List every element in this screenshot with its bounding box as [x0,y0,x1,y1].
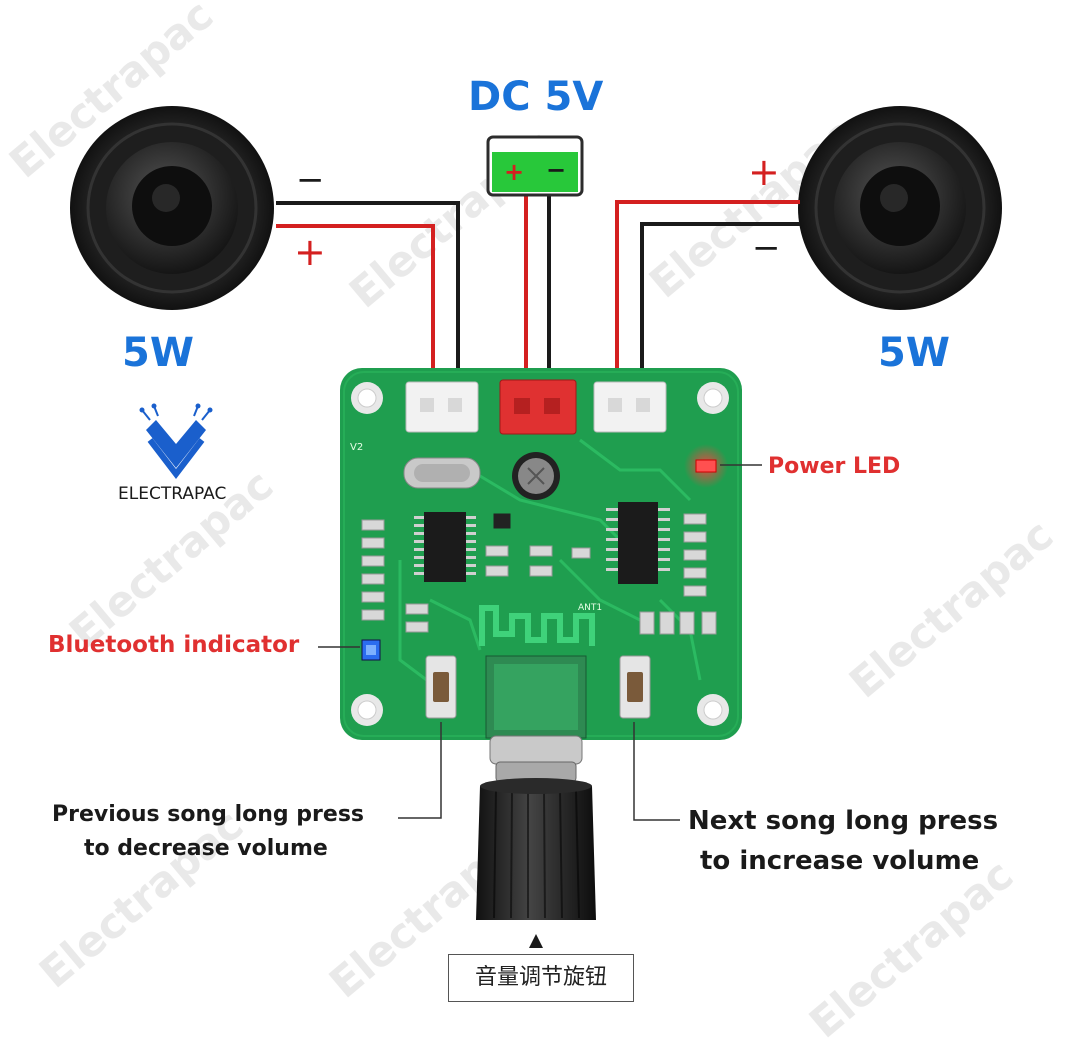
left-speaker-minus: − [296,160,325,200]
power-wires [524,192,551,392]
left-speaker [70,106,274,310]
mounting-hole [697,382,729,414]
logo-name: ELECTRAPAC [118,484,227,504]
right-speaker-watts: 5W [878,330,950,376]
next-song-label-line1: Next song long press [688,806,999,836]
power-led [684,444,728,488]
electrolytic-capacitor [512,452,560,500]
amplifier-chip [606,502,670,584]
previous-song-label-line2: to decrease volume [84,836,328,861]
right-speaker-wires [615,200,800,392]
volume-knob[interactable] [476,735,596,920]
annotation-lines [318,464,762,821]
left-speaker-connector [405,381,479,433]
left-speaker-wires [276,201,460,392]
knob-caption-box: 音量调节旋钮 [448,954,634,1002]
battery-icon [486,135,584,197]
electrapac-logo-icon [139,403,213,479]
battery-plus: + [504,158,525,186]
mounting-hole [351,382,383,414]
mounting-hole [697,694,729,726]
right-speaker [798,106,1002,310]
bluetooth-indicator-label: Bluetooth indicator [48,632,300,658]
right-speaker-minus: − [752,228,781,268]
battery-minus: − [546,156,567,184]
left-speaker-watts: 5W [122,330,194,376]
next-song-label-line2: to increase volume [700,846,980,876]
right-speaker-plus: + [748,150,780,194]
right-speaker-connector [593,381,667,433]
antenna-label: ANT1 [578,603,602,613]
caption-arrow-icon [529,934,543,948]
previous-button[interactable] [425,655,457,719]
volume-potentiometer [485,655,587,739]
crystal-oscillator [403,457,481,489]
next-button[interactable] [619,655,651,719]
pcb-board: ANT1 V2 [340,368,742,740]
mounting-hole [351,694,383,726]
left-speaker-plus: + [294,230,326,274]
bluetooth-antenna [479,605,595,646]
bluetooth-led [361,639,381,661]
bluetooth-chip [414,512,476,582]
board-version-label: V2 [350,442,363,453]
knob-caption: 音量调节旋钮 [474,965,607,990]
power-connector [499,379,577,435]
previous-song-label-line1: Previous song long press [52,802,365,827]
power-led-label: Power LED [768,454,901,479]
smd-components [361,513,717,635]
power-title: DC 5V [468,74,604,120]
